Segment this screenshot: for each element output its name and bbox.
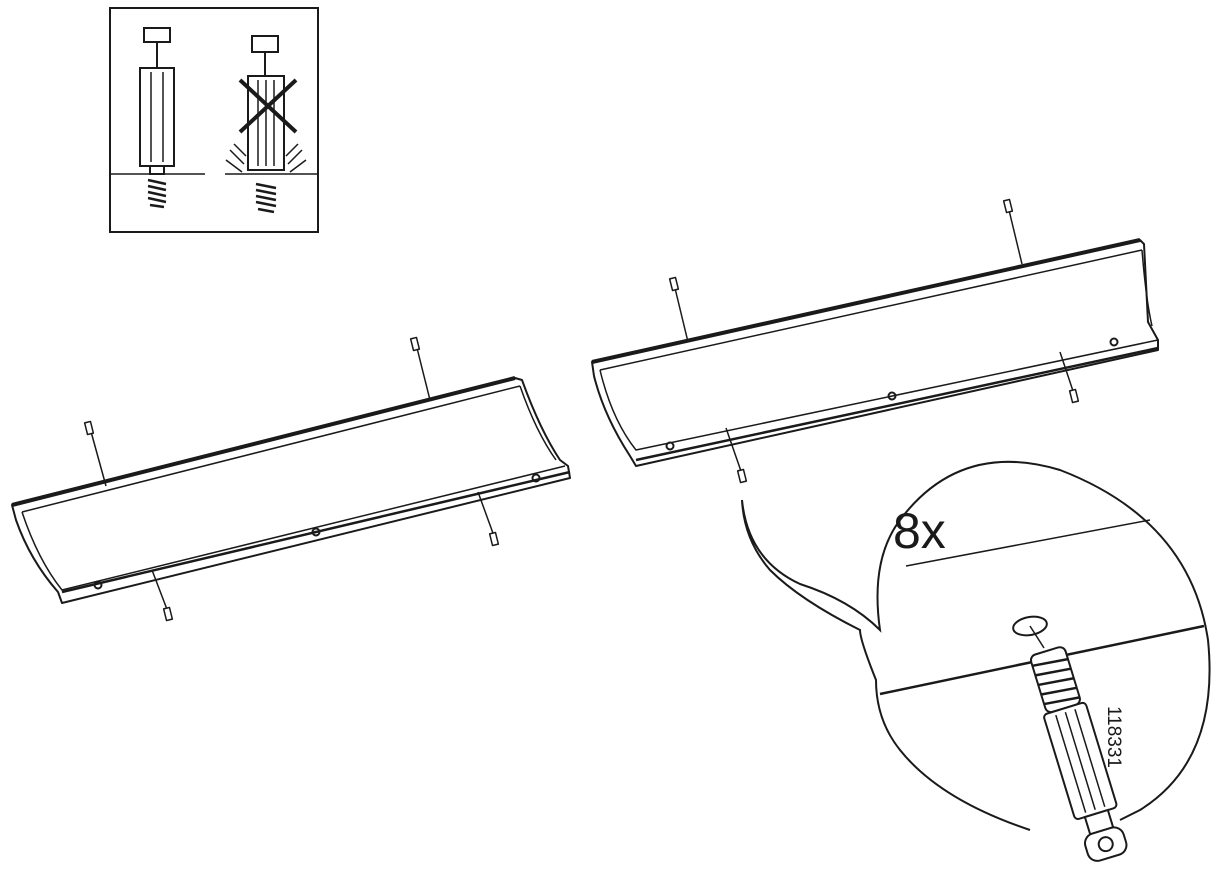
hole: [311, 527, 321, 537]
panel-right-body: [591, 239, 1159, 467]
callout-bubble: [741, 460, 1211, 831]
dowel-marker: [668, 198, 1080, 484]
screw-head-icon: [1097, 836, 1114, 853]
panel-left: [11, 336, 571, 622]
callout-hole: [1012, 615, 1048, 637]
dowel-wrong: [225, 35, 307, 214]
inset-panel: [109, 7, 319, 233]
hole: [1109, 337, 1119, 347]
dowel-correct: [139, 27, 175, 209]
dowel-marker: [83, 336, 500, 622]
hole: [531, 473, 541, 483]
quantity-label: 8x: [893, 503, 946, 559]
detail-callout: [741, 460, 1211, 862]
callout-edge-upper: [905, 519, 1151, 567]
part-number-label: 118331: [1103, 706, 1124, 768]
panel-right: [591, 198, 1159, 484]
hole: [665, 441, 675, 451]
dowel-guide-line: [1029, 625, 1045, 649]
hole: [887, 391, 897, 401]
hole: [93, 580, 103, 590]
dowel-118331: [1029, 646, 1128, 862]
cross-icon: [238, 78, 298, 134]
